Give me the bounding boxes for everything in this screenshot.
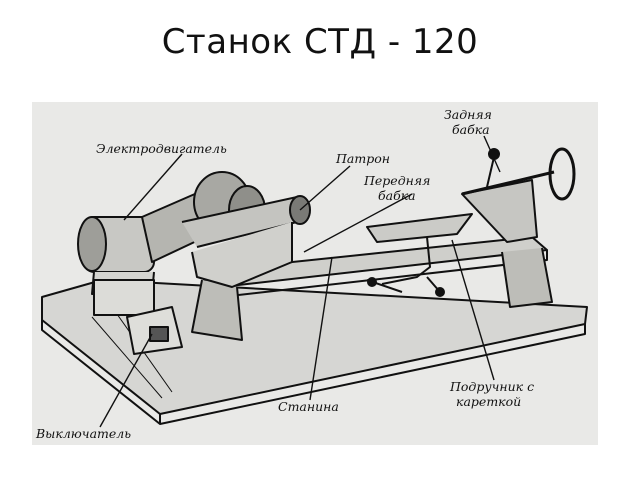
leader-rest <box>451 239 495 381</box>
label-switch: Выключатель <box>36 426 132 441</box>
label-headstock-line1: Передняя <box>364 173 431 188</box>
leader-motor <box>123 153 183 221</box>
leader-switch <box>99 333 153 428</box>
leader-bed <box>309 256 333 401</box>
label-motor: Электродвигатель <box>96 141 227 156</box>
leader-tailstock <box>483 135 501 173</box>
lathe-drawing <box>41 135 588 428</box>
lathe-diagram: Электродвигатель Патрон Передняя бабка З… <box>32 102 598 445</box>
label-tailstock-line2: бабка <box>452 122 490 137</box>
slide-title: Станок СТД - 120 <box>161 22 479 62</box>
label-rest-line2: кареткой <box>456 394 522 409</box>
label-bed: Станина <box>278 399 339 414</box>
label-tailstock-line1: Задняя <box>444 107 492 122</box>
label-chuck: Патрон <box>336 151 390 166</box>
leader-chuck <box>299 165 351 211</box>
label-rest-line1: Подручник с <box>450 379 535 394</box>
label-headstock-line2: бабка <box>378 188 416 203</box>
leader-headstock <box>303 193 413 253</box>
